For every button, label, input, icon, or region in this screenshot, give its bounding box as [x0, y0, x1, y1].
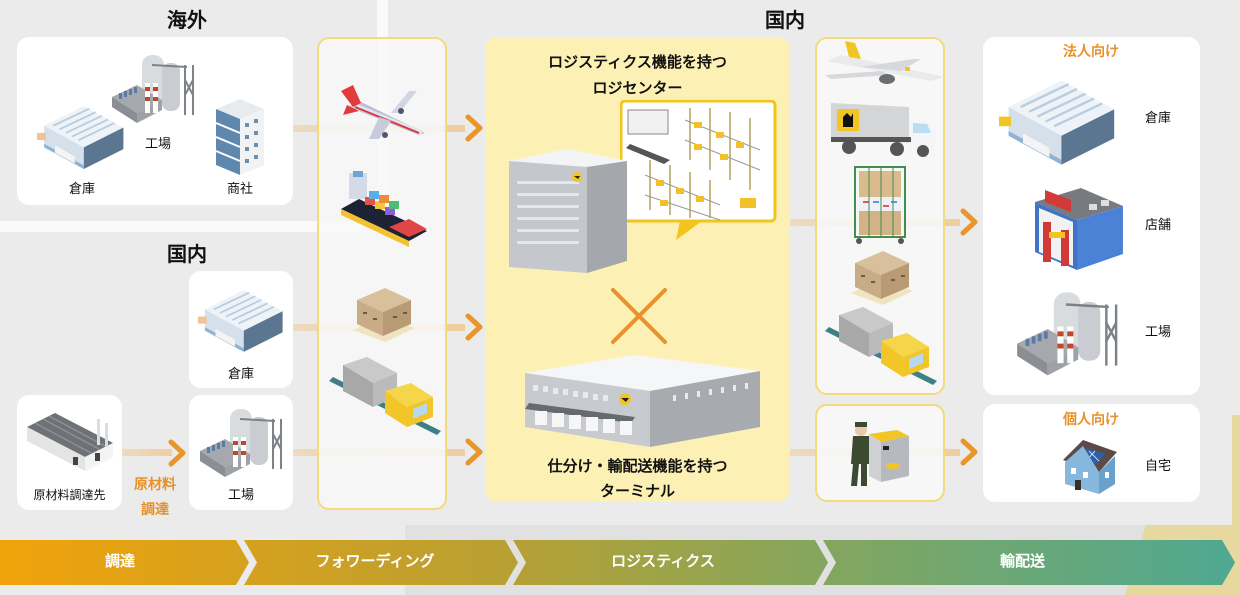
delivery-transport-panel: [815, 37, 945, 395]
freight-train-icon: [823, 307, 941, 392]
domestic-heading: 国内: [765, 8, 805, 32]
delivery-worker-cart-icon: [845, 420, 915, 490]
raw-material-supplier-label: 原材料調達先: [33, 488, 106, 502]
overseas-warehouse-label: 倉庫: [68, 182, 95, 197]
forwarding-transport-panel: [317, 37, 447, 510]
delivery-truck-icon: [827, 99, 937, 161]
personal-customers-box: 個人向け 自宅: [983, 404, 1200, 502]
stage-logistics-label: ロジスティクス: [611, 552, 715, 570]
domestic-factory-box: 工場: [189, 395, 293, 510]
personal-delivery-panel: [815, 404, 945, 502]
airplane-icon: [339, 77, 429, 147]
logistics-center-panel: ロジスティクス機能を持つ ロジセンター: [485, 37, 790, 502]
terminal-title-line1: 仕分け・輸配送機能を持つ: [547, 457, 728, 475]
arrow-right-icon: [958, 208, 980, 236]
warehouse-icon: [37, 97, 127, 177]
warehouse-interior-illustration: [620, 100, 778, 245]
business-customers-box: 法人向け 倉庫 店舗: [983, 37, 1200, 395]
procurement-label-line1: 原材料: [134, 477, 176, 493]
procurement-flow-line: [122, 449, 172, 456]
store-icon: [1031, 182, 1126, 272]
factory-icon: [1011, 277, 1121, 387]
delivery-terminal-building-icon: [525, 355, 760, 450]
stage-delivery-chevron: [823, 540, 1235, 585]
stage-logistics-chevron: [513, 540, 828, 585]
logistics-center-building-icon: [507, 149, 629, 274]
procurement-label-line2: 調達: [141, 502, 169, 518]
domestic-warehouse-label: 倉庫: [227, 367, 254, 382]
business-customers-title: 法人向け: [1063, 44, 1119, 60]
factory-icon: [195, 399, 285, 484]
business-warehouse-label: 倉庫: [1144, 111, 1171, 126]
overseas-factory-label: 工場: [144, 137, 171, 152]
overseas-sources-box: 倉庫 工場 商社: [17, 37, 293, 205]
pallet-boxes-icon: [847, 247, 917, 307]
raw-material-factory-icon: [25, 409, 113, 479]
pallet-boxes-icon: [349, 284, 419, 344]
overseas-trading-company-label: 商社: [226, 182, 253, 197]
domestic-source-heading: 国内: [167, 242, 207, 266]
roll-cage-cart-icon: [849, 163, 909, 245]
logistics-center-title-line1: ロジスティクス機能を持つ: [548, 53, 727, 71]
house-icon: [1061, 434, 1119, 496]
domestic-factory-label: 工場: [227, 488, 254, 503]
arrow-right-icon: [463, 438, 485, 466]
cargo-plane-icon: [821, 41, 946, 96]
region-divider-horizontal: [0, 221, 388, 232]
warehouse-icon: [999, 67, 1119, 177]
stage-forwarding-chevron: [244, 540, 518, 585]
personal-home-label: 自宅: [1144, 459, 1171, 474]
right-edge-accent: [1232, 415, 1240, 595]
business-store-label: 店舗: [1144, 218, 1171, 233]
container-ship-icon: [339, 169, 429, 249]
business-factory-label: 工場: [1144, 325, 1171, 340]
stage-chevron-bar: [0, 538, 1240, 586]
logistics-center-title-line2: ロジセンター: [592, 79, 683, 97]
raw-material-supplier-box: 原材料調達先: [17, 395, 122, 510]
overseas-heading: 海外: [167, 8, 207, 32]
personal-customers-title: 個人向け: [1063, 412, 1119, 428]
cross-symbol-icon: [610, 287, 668, 345]
terminal-title-line2: ターミナル: [599, 482, 675, 500]
stage-procurement-chevron: [0, 540, 249, 585]
stage-procurement-label: 調達: [104, 552, 135, 570]
stage-delivery-label: 輸配送: [999, 552, 1045, 570]
arrow-right-icon: [958, 438, 980, 466]
freight-train-icon: [327, 357, 442, 442]
warehouse-icon: [197, 283, 287, 358]
arrow-right-icon: [463, 114, 485, 142]
stage-forwarding-label: フォワーディング: [315, 552, 435, 570]
factory-icon: [107, 45, 197, 130]
arrow-right-icon: [463, 313, 485, 341]
domestic-warehouse-box: 倉庫: [189, 271, 293, 388]
arrow-right-icon: [166, 439, 188, 467]
office-building-icon: [212, 97, 268, 177]
